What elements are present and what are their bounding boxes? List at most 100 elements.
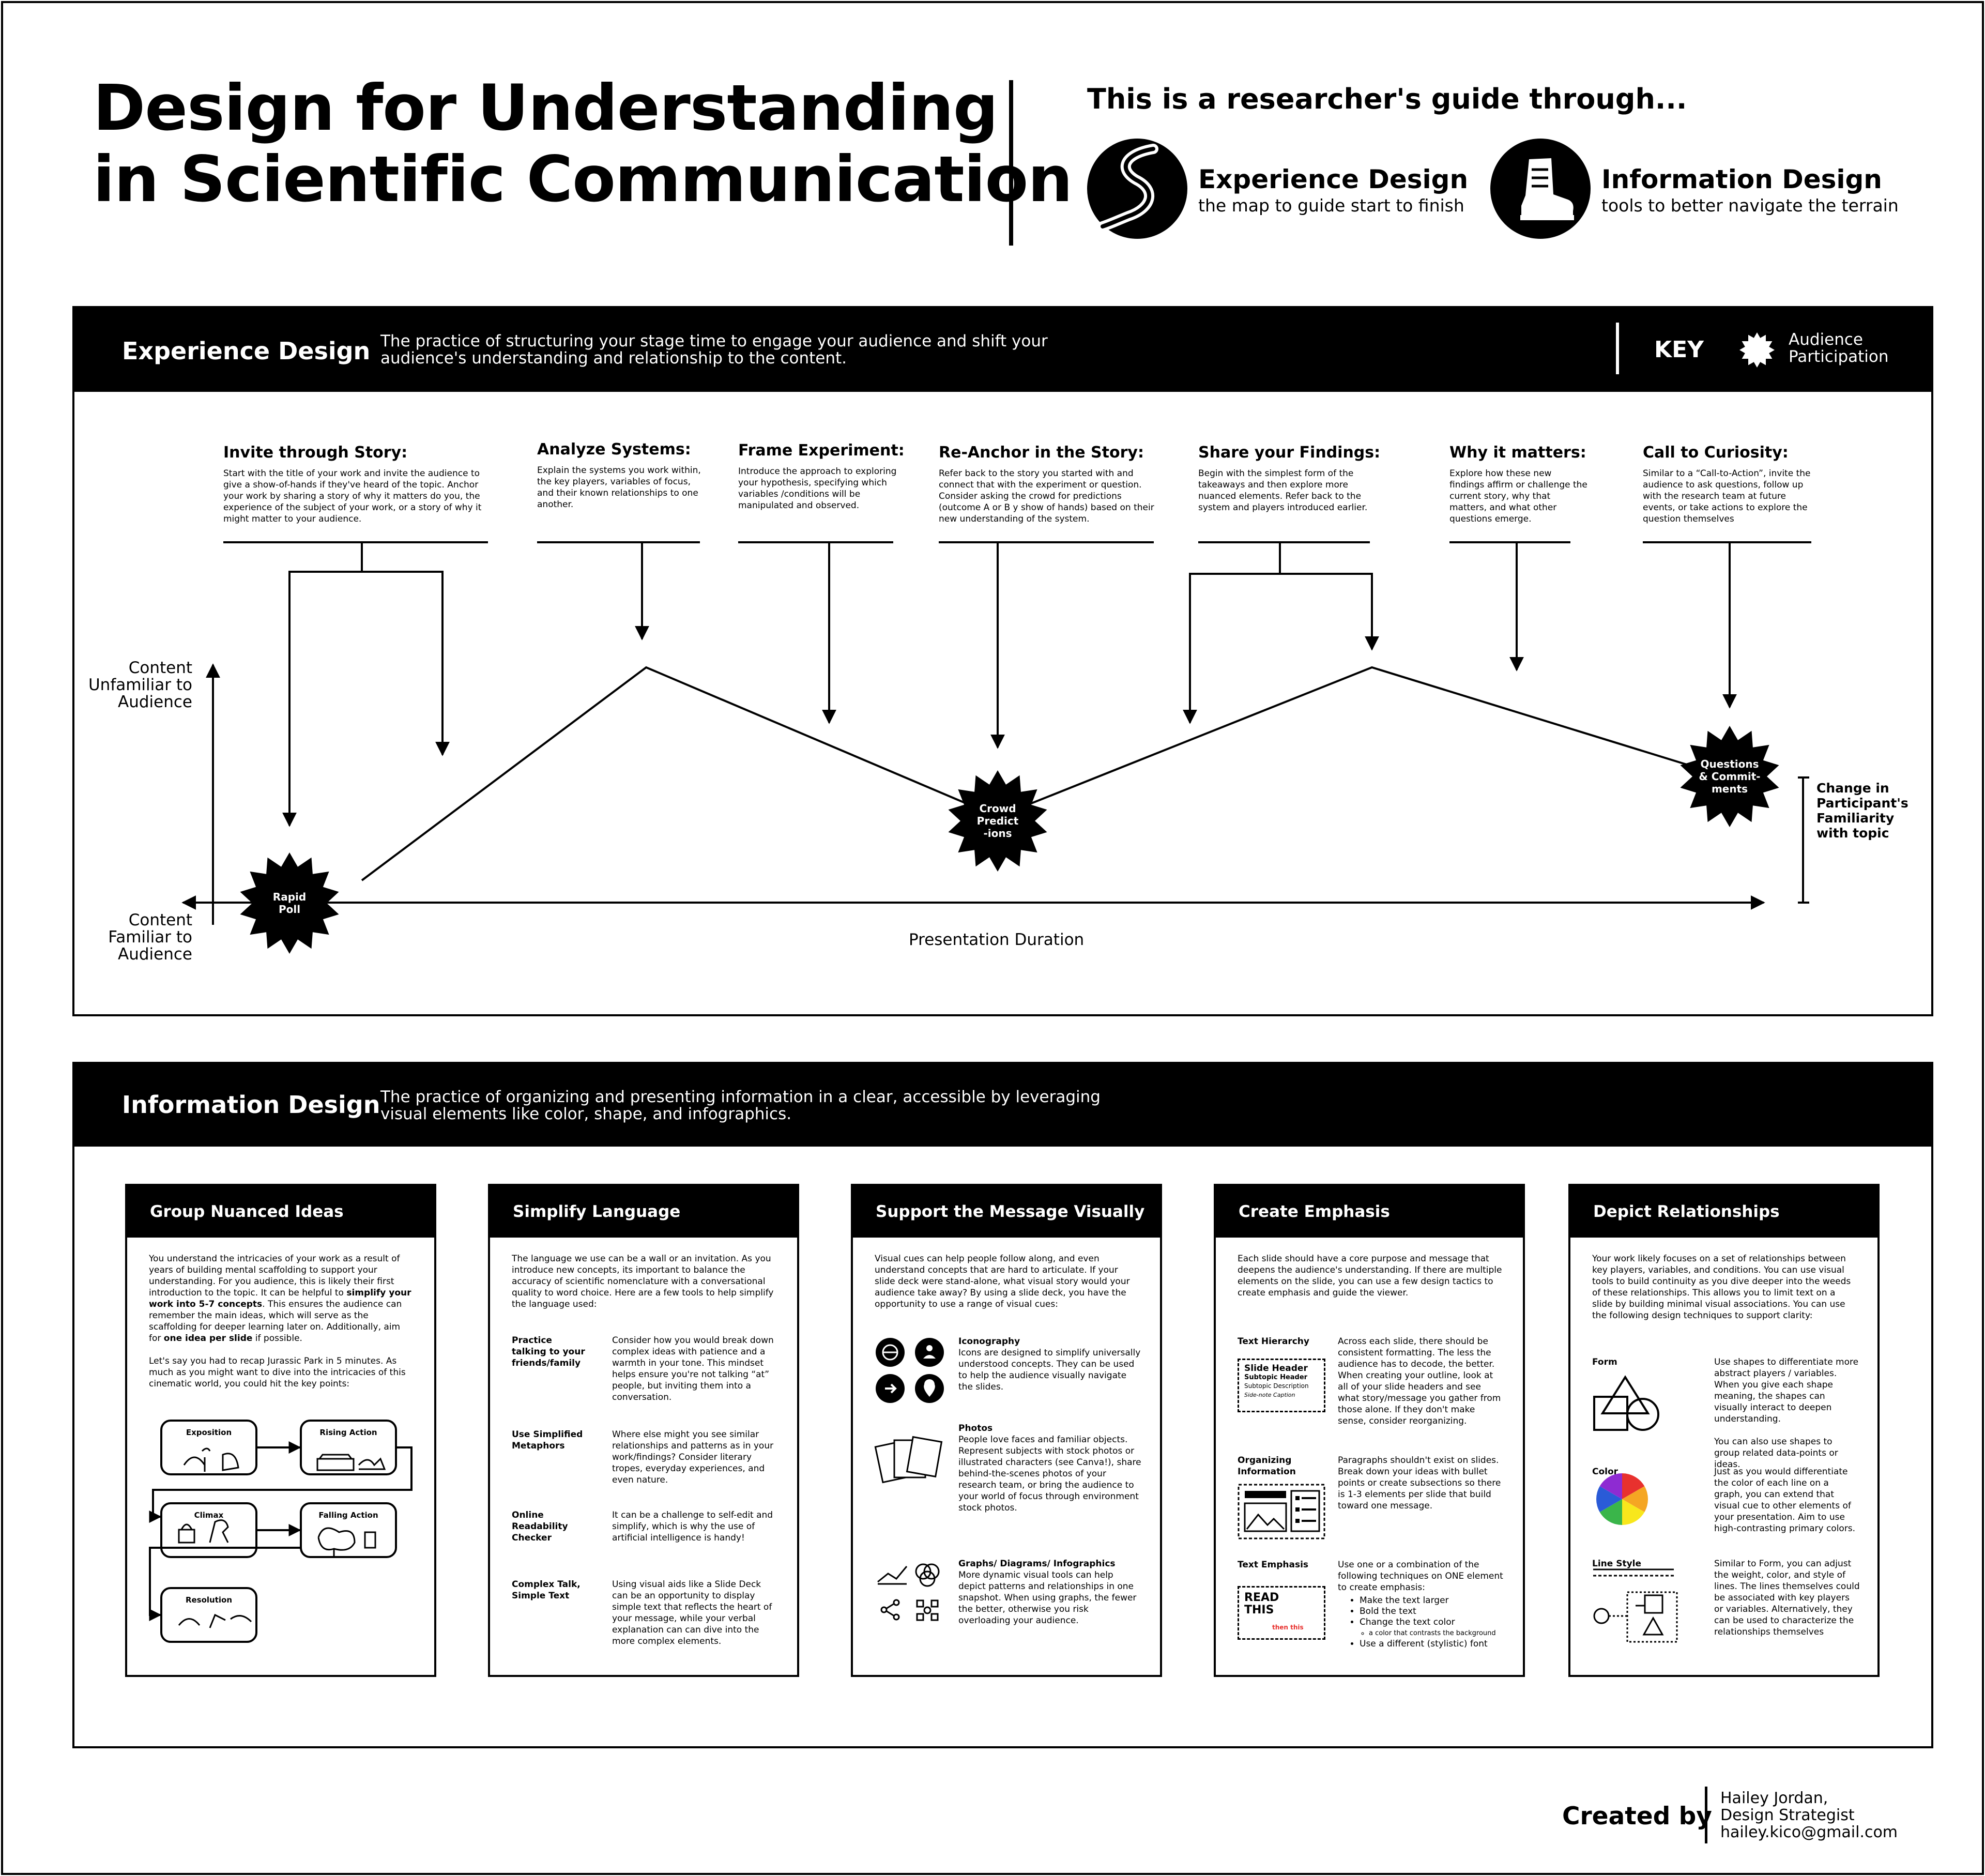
information-design-section: Information Design The practice of organ…	[72, 1062, 1933, 1748]
stage-analyze-systems: Analyze Systems: Explain the systems you…	[537, 440, 703, 510]
key-audience-participation: Audience Participation	[1789, 330, 1889, 366]
visual-cue-icons	[874, 1338, 944, 1621]
stage-text: Begin with the simplest form of the take…	[1198, 468, 1368, 513]
winding-path-icon	[1087, 139, 1187, 239]
flow-step-exposition: Exposition	[186, 1428, 232, 1437]
information-design-desc: The practice of organizing and presentin…	[380, 1088, 1101, 1123]
card-title: Simplify Language	[513, 1202, 681, 1221]
card-depict-relationships: Depict Relationships Your work likely fo…	[1568, 1184, 1880, 1677]
emphasis-sample: READ THIS then this	[1238, 1586, 1325, 1640]
globe-icon	[876, 1338, 905, 1367]
stage-re-anchor-story: Re-Anchor in the Story: Refer back to th…	[939, 444, 1161, 525]
flow-step-falling-action: Falling Action	[318, 1511, 378, 1520]
relationship-icons	[1593, 1375, 1678, 1643]
stage-title: Call to Curiosity:	[1643, 444, 1789, 462]
starburst-icon	[1680, 726, 1779, 827]
card-title: Depict Relationships	[1593, 1202, 1780, 1221]
burst-label: -ions	[983, 827, 1012, 840]
key-label: KEY	[1654, 337, 1704, 363]
experience-design-bar: Experience Design The practice of struct…	[74, 308, 1931, 392]
stage-text: Explore how these new findings affirm or…	[1449, 468, 1587, 524]
stage-why-it-matters: Why it matters: Explore how these new fi…	[1449, 444, 1589, 525]
poster-title: Design for Understanding in Scientific C…	[93, 71, 1073, 216]
experience-design-sub: the map to guide start to finish	[1198, 195, 1464, 216]
visual-iconography: Iconography Icons are designed to simpli…	[958, 1336, 1141, 1392]
credit-label: Created by	[1562, 1802, 1712, 1831]
group-paragraph-2: Let's say you had to recap Jurassic Park…	[149, 1356, 406, 1389]
starburst-icon	[948, 770, 1047, 872]
flow-step-rising-action: Rising Action	[319, 1428, 377, 1437]
y-axis-bottom-label: Content Familiar to Audience	[108, 911, 192, 964]
stage-call-to-curiosity: Call to Curiosity: Similar to a “Call-to…	[1643, 444, 1813, 525]
stage-text: Explain the systems you work within, the…	[537, 465, 701, 510]
guide-title: This is a researcher's guide through...	[1087, 83, 1687, 115]
stage-title: Re-Anchor in the Story:	[939, 444, 1144, 462]
stage-title: Why it matters:	[1449, 444, 1586, 462]
burst-label: ments	[1712, 783, 1748, 795]
card-body: You understand the intricacies of your w…	[149, 1253, 415, 1401]
starburst-icon	[240, 852, 339, 954]
line-style-icon	[1593, 1568, 1678, 1643]
title-line-2: in Scientific Communication	[93, 143, 1073, 216]
card-title: Support the Message Visually	[876, 1202, 1145, 1221]
card-intro: Visual cues can help people follow along…	[875, 1254, 1130, 1309]
title-line-1: Design for Understanding	[93, 71, 998, 145]
card-intro: Each slide should have a core purpose an…	[1238, 1254, 1502, 1298]
arrow-right-icon	[876, 1374, 905, 1403]
card-create-emphasis: Create Emphasis Each slide should have a…	[1214, 1184, 1525, 1677]
burst-questions-commitments: Questions& Commit-ments	[1680, 726, 1779, 827]
stage-text: Similar to a “Call-to-Action”, invite th…	[1643, 468, 1811, 524]
stage-title: Analyze Systems:	[537, 440, 691, 459]
burst-label: Poll	[279, 903, 300, 916]
card-intro: Your work likely focuses on a set of rel…	[1592, 1254, 1851, 1321]
stage-text: Start with the title of your work and in…	[223, 468, 482, 524]
hierarchy-sample: Slide Header Subtopic Header Subtopic De…	[1238, 1359, 1325, 1412]
credit-role: Design Strategist	[1720, 1806, 1855, 1824]
experience-design-desc: The practice of structuring your stage t…	[380, 332, 1048, 368]
experience-design-title: Experience Design	[122, 337, 371, 365]
stage-share-findings: Share your Findings: Begin with the simp…	[1198, 444, 1381, 513]
shapes-form-icon	[1593, 1375, 1659, 1431]
key-divider	[1616, 323, 1619, 374]
emphasis-bullets: Make the text larger Bold the text Chang…	[1348, 1595, 1496, 1650]
card-title: Group Nuanced Ideas	[150, 1202, 344, 1221]
chart-diagram-icons	[877, 1563, 940, 1621]
flow-step-resolution: Resolution	[186, 1595, 232, 1605]
stage-text: Introduce the approach to exploring your…	[738, 466, 897, 511]
card-intro: The language we use can be a wall or an …	[512, 1254, 774, 1309]
change-familiarity-label: Change in Participant's Familiarity with…	[1816, 781, 1908, 841]
people-icon	[915, 1338, 944, 1367]
information-design-title: Information Design	[122, 1091, 380, 1119]
group-paragraph-1: You understand the intricacies of your w…	[149, 1254, 411, 1344]
credit-name: Hailey Jordan,	[1720, 1789, 1828, 1807]
credit-email[interactable]: hailey.kico@gmail.com	[1720, 1823, 1898, 1841]
stage-frame-experiment: Frame Experiment: Introduce the approach…	[738, 441, 905, 511]
flow-step-climax: Climax	[194, 1511, 224, 1520]
starburst-icon	[1738, 331, 1776, 371]
card-group-nuanced-ideas: Group Nuanced Ideas You understand the i…	[125, 1184, 436, 1677]
experience-design-section: Experience Design The practice of struct…	[72, 306, 1933, 1016]
stage-title: Share your Findings:	[1198, 444, 1381, 462]
stage-text: Refer back to the story you started with…	[939, 468, 1154, 524]
location-pin-icon	[915, 1374, 944, 1403]
story-arc-flow: Exposition Rising Action Climax Falling …	[149, 1420, 413, 1643]
burst-label: Predict	[977, 815, 1019, 827]
card-support-message-visually: Support the Message Visually Visual cues…	[851, 1184, 1162, 1677]
card-simplify-language: Simplify Language The language we use ca…	[488, 1184, 799, 1677]
y-axis-top-label: Content Unfamiliar to Audience	[88, 659, 192, 711]
header-divider	[1009, 80, 1013, 246]
burst-label: & Commit-	[1699, 770, 1760, 783]
burst-label: Rapid	[273, 891, 306, 903]
visual-graphs: Graphs/ Diagrams/ Infographics More dyna…	[958, 1559, 1137, 1626]
color-wheel-icon	[1596, 1473, 1648, 1525]
hiking-boot-icon	[1490, 139, 1591, 239]
experience-design-heading: Experience Design	[1198, 164, 1469, 194]
stage-invite-through-story: Invite through Story: Start with the tit…	[223, 444, 497, 525]
x-axis-label: Presentation Duration	[909, 931, 1085, 949]
stage-title: Frame Experiment:	[738, 441, 905, 460]
visual-photos: Photos People love faces and familiar ob…	[958, 1423, 1141, 1513]
information-design-heading: Information Design	[1601, 164, 1882, 194]
